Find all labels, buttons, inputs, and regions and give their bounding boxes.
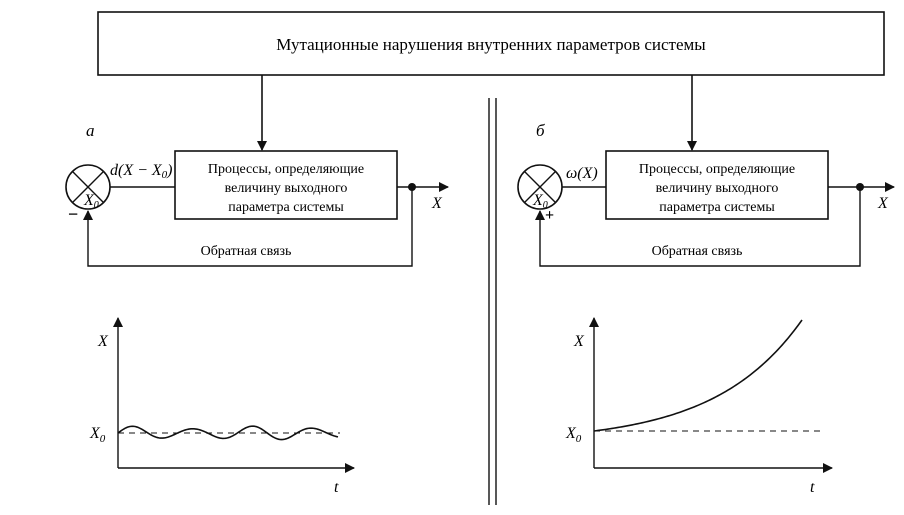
header-title: Мутационные нарушения внутренних парамет…	[276, 35, 706, 54]
panel-b-box-line-2: величину выходного	[656, 181, 779, 196]
panel-a-feedback-loop	[83, 187, 413, 267]
panel-b-process-box	[605, 150, 829, 220]
panel-a-box-line-2: величину выходного	[225, 181, 348, 196]
panel-b-box-line-1: Процессы, определяющие	[639, 162, 795, 177]
panel-a-letter: а	[86, 121, 95, 140]
panel-b-output-label: X	[877, 195, 889, 212]
graph-b-x0-label: X0	[565, 425, 582, 445]
panel-a-feedback-label: Обратная связь	[201, 244, 292, 259]
header-box	[97, 11, 885, 76]
panel-a-output-label: X	[431, 195, 443, 212]
graph-a-ylabel: X	[97, 333, 109, 350]
panel-a-box-line-1: Процессы, определяющие	[208, 162, 364, 177]
panel-a-box-line-3: параметра системы	[228, 200, 344, 215]
graph-a-xlabel: t	[334, 479, 339, 496]
panel-a-input-label: d(X − X0)	[110, 162, 173, 181]
panel-b-feedback-loop	[535, 187, 861, 267]
graph-b-growth-curve	[593, 319, 803, 432]
panel-b-letter: б	[536, 121, 545, 140]
comparator-b-sign: +	[545, 207, 554, 224]
comparator-b-label: X0	[532, 192, 548, 211]
graph-b-xlabel: t	[810, 479, 815, 496]
panel-b-box-line-3: параметра системы	[659, 200, 775, 215]
comparator-a-label: X0	[83, 192, 99, 211]
comparator-a-sign: −	[68, 204, 78, 224]
panel-b-feedback-label: Обратная связь	[652, 244, 743, 259]
graph-a-x0-label: X0	[89, 425, 106, 445]
panel-a-process-box	[174, 150, 398, 220]
graph-a-oscillation	[117, 425, 339, 441]
panel-b-input-label: ω(X)	[566, 165, 598, 182]
graph-b-ylabel: X	[573, 333, 585, 350]
